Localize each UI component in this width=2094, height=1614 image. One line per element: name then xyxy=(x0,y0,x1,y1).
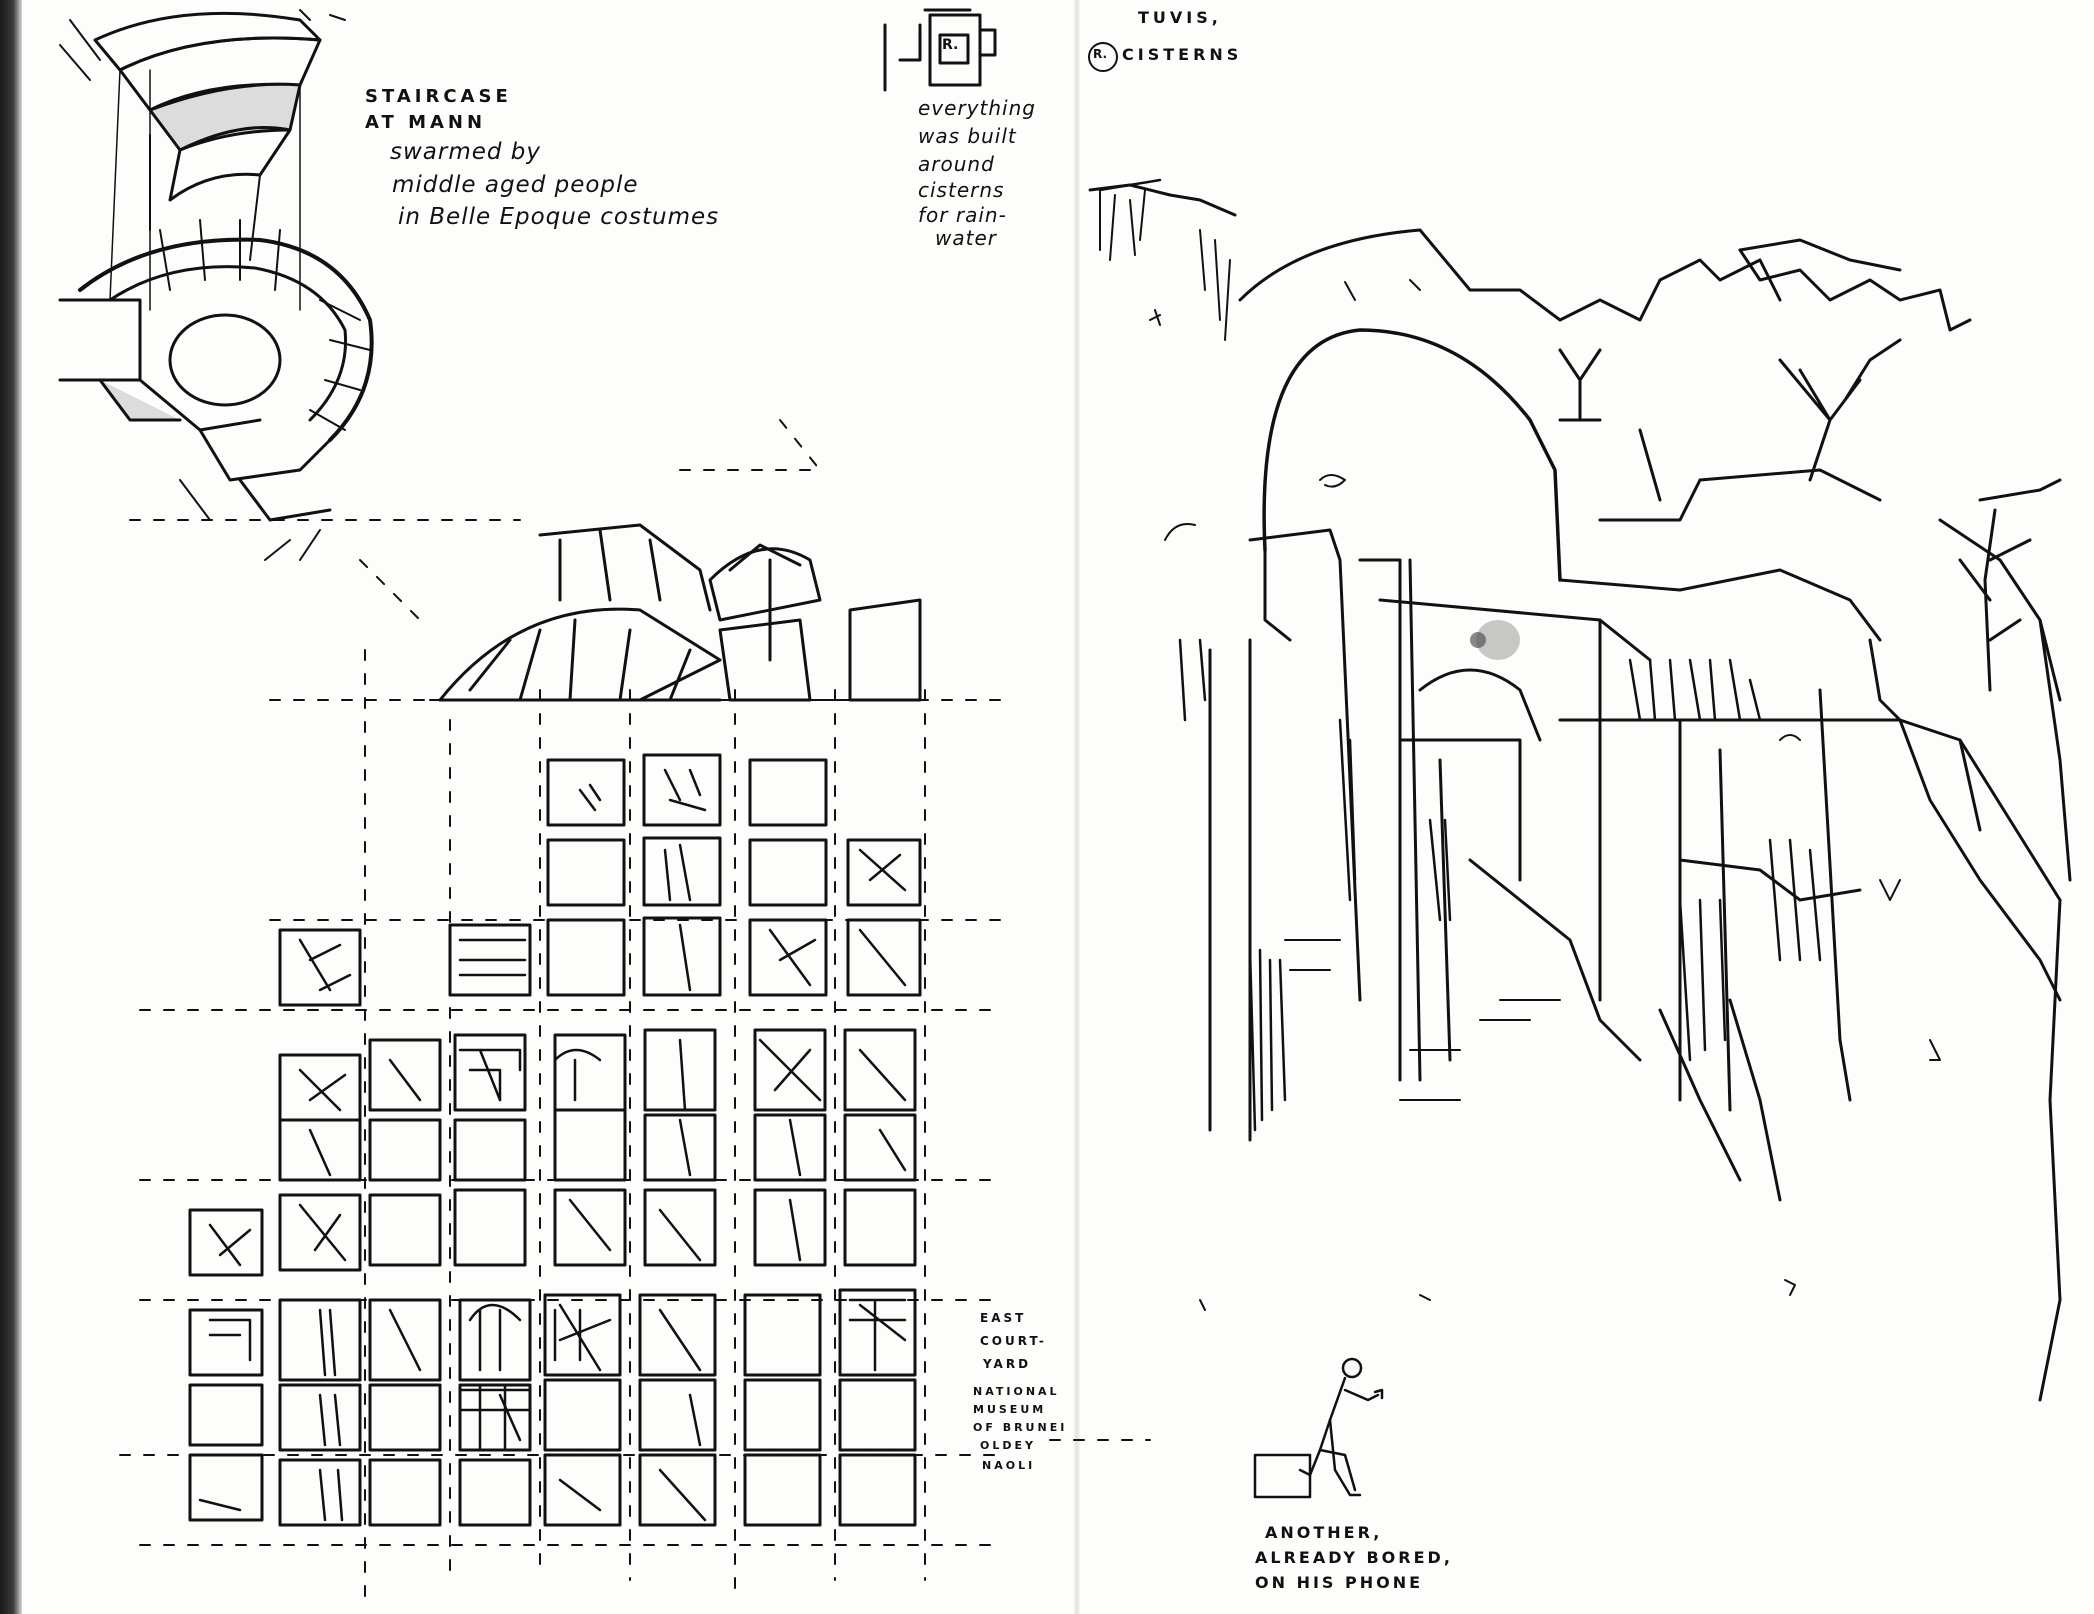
page-gutter xyxy=(1074,0,1080,1614)
construction-lines xyxy=(119,419,1151,1601)
courtyard-note-line-5: MUSEUM xyxy=(973,1403,1047,1416)
courtyard-note-line-7: OLDEY xyxy=(980,1439,1036,1452)
courtyard-note-line-4: NATIONAL xyxy=(973,1385,1060,1398)
courtyard-note-line-6: OF BRUNEI xyxy=(973,1421,1068,1434)
courtyard-note-line-2: COURT- xyxy=(980,1334,1047,1348)
staircase-title-line-1: STAIRCASE xyxy=(365,86,512,107)
circled-r-mark xyxy=(1088,42,1118,72)
ink-stain xyxy=(1476,620,1520,660)
plant-hatching xyxy=(198,768,907,1522)
trees xyxy=(1558,338,2062,692)
courtyard-note-line-3: YARD xyxy=(983,1357,1032,1371)
courtyard-note-line-8: NAOLI xyxy=(982,1459,1036,1472)
staircase-sketch xyxy=(58,9,374,561)
seated-man-figure xyxy=(1253,1357,1384,1499)
cistern-sketch xyxy=(883,8,997,92)
cistern-note-line-4: cisterns xyxy=(918,178,1005,202)
cistern-note-line-2: was built xyxy=(918,124,1017,148)
circled-r-letter: R. xyxy=(1093,47,1108,61)
notebook-binding-edge xyxy=(0,0,22,1614)
cistern-note-line-6: water xyxy=(935,226,997,250)
cistern-note-line-3: around xyxy=(918,152,995,176)
courtyard-facade xyxy=(119,419,1151,1601)
tufo-note-line-1: TUVIS, xyxy=(1138,8,1222,27)
courtyard-note-line-1: EAST xyxy=(980,1311,1027,1325)
circled-letter: R. xyxy=(942,37,959,53)
cistern-note-line-5: for rain- xyxy=(918,203,1007,227)
tufo-note-line-2: CISTERNS xyxy=(1122,45,1243,64)
staircase-desc-line-3: in Belle Epoque costumes xyxy=(398,204,720,230)
staircase-title-line-2: AT MANN xyxy=(365,112,487,133)
window-grid xyxy=(188,753,922,1527)
phone-note-line-1: ANOTHER, xyxy=(1265,1523,1383,1542)
phone-note-line-2: ALREADY BORED, xyxy=(1255,1548,1453,1567)
hanging-vegetation xyxy=(1098,178,1822,1132)
staircase-desc-line-1: swarmed by xyxy=(390,139,542,165)
staircase-desc-line-2: middle aged people xyxy=(392,172,639,198)
cistern-note-line-1: everything xyxy=(918,96,1036,120)
cistern-landscape xyxy=(1088,178,2072,1499)
phone-note-line-3: ON HIS PHONE xyxy=(1255,1573,1424,1592)
